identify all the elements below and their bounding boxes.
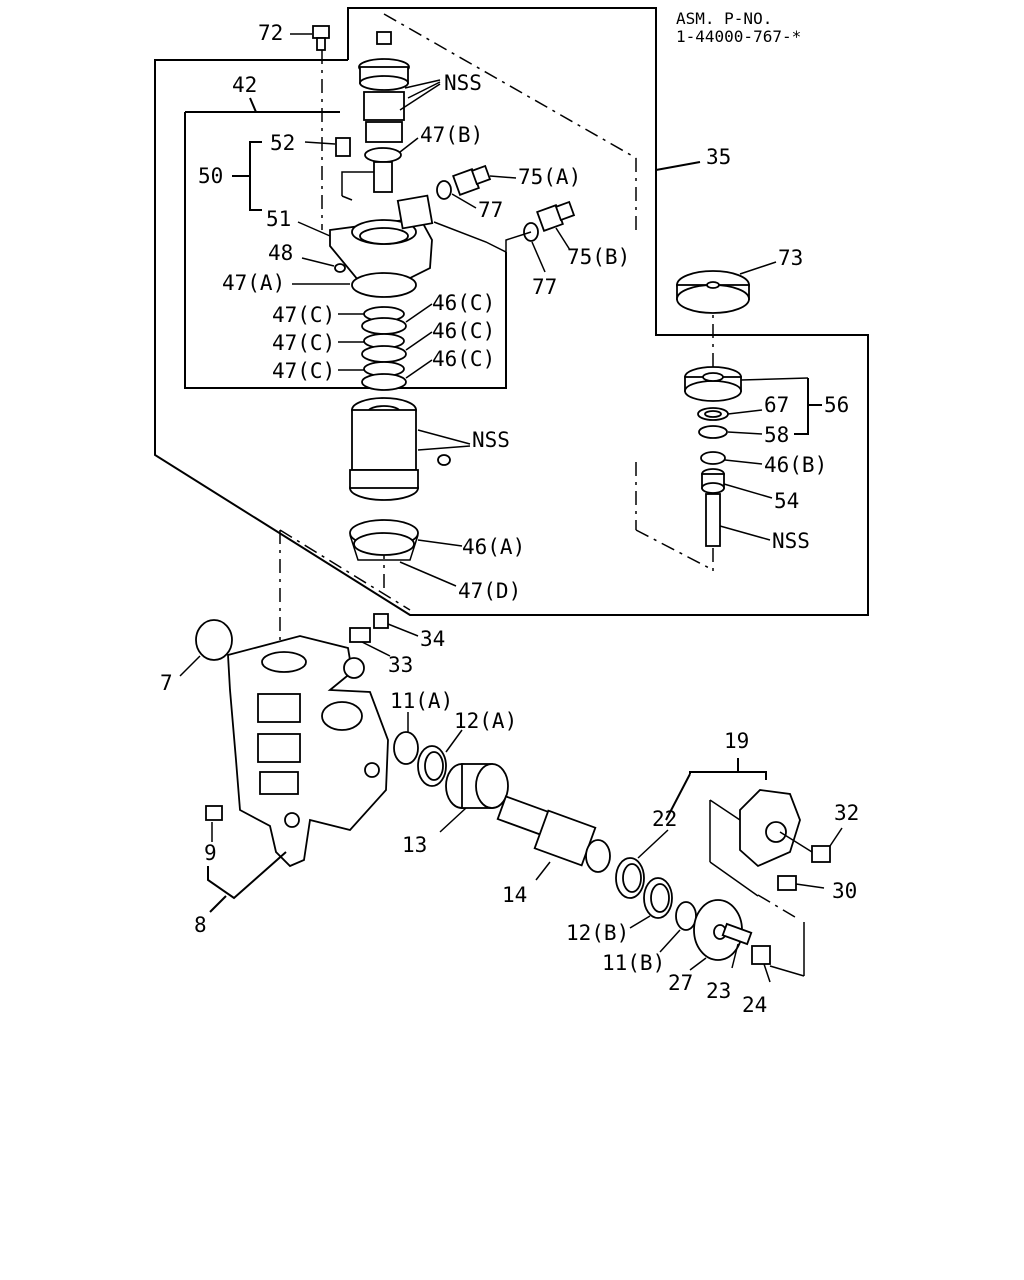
label-nss-top: NSS [444,71,482,95]
label-22: 22 [652,807,677,831]
label-12a: 12(A) [454,709,517,733]
label-47a: 47(A) [222,271,285,295]
nut-24 [751,922,805,983]
label-46a: 46(A) [462,535,525,559]
seal-47a [292,272,417,298]
assembly-part-number-heading: ASM. P-NO. [676,9,772,28]
label-11b: 11(B) [602,951,665,975]
label-8: 8 [194,913,207,937]
label-52: 52 [270,131,295,155]
ring-12a [417,729,463,787]
label-47c-2: 47(C) [272,331,335,355]
label-46c-3: 46(C) [432,347,495,371]
label-nss-shaft: NSS [772,529,810,553]
bearing-54 [701,468,773,499]
bearing-13 [439,763,509,833]
label-50: 50 [198,164,223,188]
label-58: 58 [764,423,789,447]
fitting-33 [349,627,391,657]
bolt-72 [290,25,330,51]
label-27: 27 [668,971,693,995]
seal-11b [659,901,697,953]
ring-22 [615,829,669,899]
fitting-75a [452,164,517,196]
label-42: 42 [232,73,257,97]
label-77-upper: 77 [478,198,503,222]
label-47b: 47(B) [420,123,483,147]
bearing-assembly-56 [684,366,822,439]
label-12b: 12(B) [566,921,629,945]
bracket-50 [232,141,262,211]
label-24: 24 [742,993,767,1017]
nut-32 [779,827,843,863]
label-54: 54 [774,489,799,513]
seal-46a-47d [349,519,463,587]
label-33: 33 [388,653,413,677]
cap-73 [676,261,777,314]
screw-23 [713,922,753,969]
label-7: 7 [160,671,173,695]
label-34: 34 [420,627,445,651]
label-46c-1: 46(C) [432,291,495,315]
label-23: 23 [706,979,731,1003]
label-47c-3: 47(C) [272,359,335,383]
centerlines [279,13,801,921]
o-ring-77-upper [436,180,477,209]
part-52-47b [304,137,419,157]
gear-housing-8 [227,635,389,868]
valve-stack-top [358,31,441,193]
label-77-lower: 77 [532,275,557,299]
pinion-14 [496,795,611,881]
label-11a: 11(A) [390,689,453,713]
seal-11a [393,712,419,765]
o-ring-7 [179,619,233,677]
part-48 [301,257,346,273]
seal-ring-stack [338,303,433,391]
label-47c-1: 47(C) [272,303,335,327]
label-73: 73 [778,246,803,270]
ring-12b [629,877,673,929]
plug-34 [373,613,419,637]
label-14: 14 [502,883,527,907]
label-56: 56 [824,393,849,417]
plug-9 [205,805,223,842]
assembly-boundary-35 [154,7,869,616]
label-47d: 47(D) [458,579,521,603]
label-75a: 75(A) [518,165,581,189]
shaft-nss [705,493,771,575]
label-72: 72 [258,21,283,45]
label-75b: 75(B) [567,245,630,269]
bracket-8 [207,851,287,913]
valve-housing-51 [297,171,434,281]
o-ring-77-lower [433,221,546,273]
assembly-part-number: 1-44000-767-* [676,27,801,46]
label-13: 13 [402,833,427,857]
label-nss-piston: NSS [472,428,510,452]
fitting-75b [536,200,576,251]
label-9: 9 [204,841,217,865]
label-46b: 46(B) [764,453,827,477]
label-32: 32 [834,801,859,825]
label-46c-2: 46(C) [432,319,495,343]
ring-46b [700,451,763,465]
label-51: 51 [266,207,291,231]
subassembly-boundary-42 [184,97,507,389]
label-48: 48 [268,241,293,265]
label-30: 30 [832,879,857,903]
label-19: 19 [724,729,749,753]
bolt-30 [777,875,825,891]
cover-19 [665,758,801,897]
label-35: 35 [706,145,731,169]
label-67: 67 [764,393,789,417]
piston-body [349,397,471,501]
